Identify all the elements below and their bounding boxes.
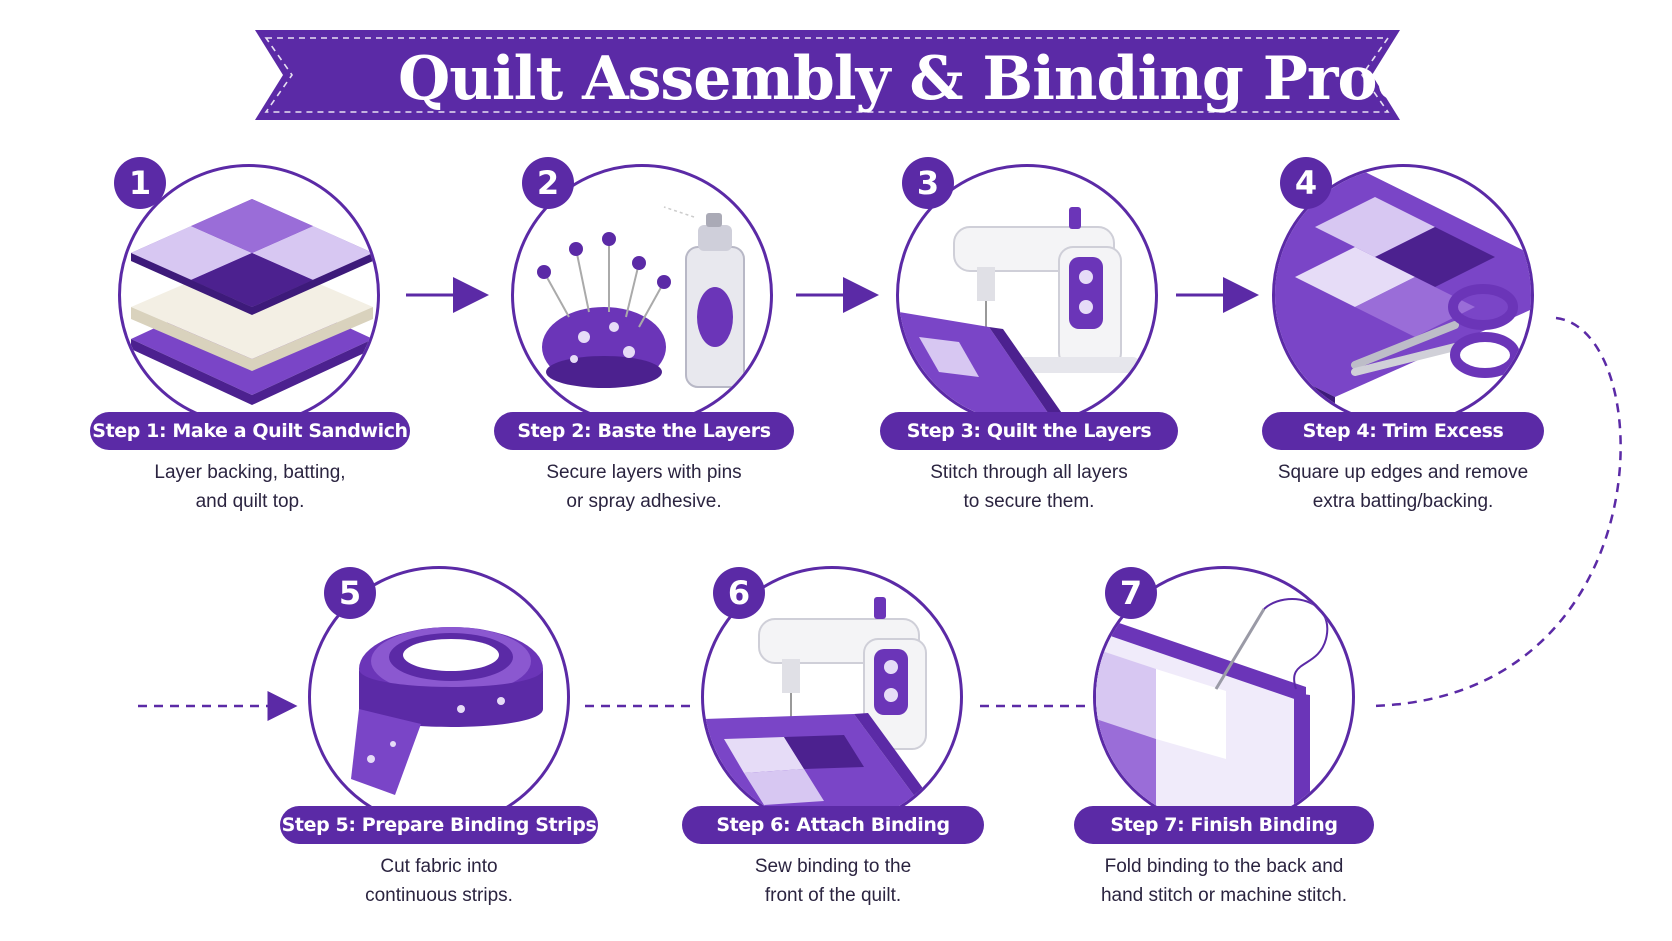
step-7-number: 7	[1105, 567, 1157, 619]
step-4-label: Step 4: Trim Excess	[1262, 412, 1544, 450]
step-2-number: 2	[522, 157, 574, 209]
step-1-label: Step 1: Make a Quilt Sandwich	[90, 412, 410, 450]
step-3-description: Stitch through all layers to secure them…	[930, 462, 1128, 512]
hand-stitch-needle-icon	[1096, 598, 1329, 825]
heart-icon	[0, 2, 60, 55]
step-2-description: Secure layers with pins or spray adhesiv…	[546, 462, 742, 512]
step-7-description: Fold binding to the back and hand stitch…	[1100, 856, 1348, 906]
step-6-description: Sew binding to the front of the quilt.	[754, 856, 912, 906]
scissors-quilt-icon	[1275, 167, 1531, 411]
step-5-description: Cut fabric into continuous strips.	[365, 856, 513, 906]
step-4-number: 4	[1280, 157, 1332, 209]
step-7-label: Step 7: Finish Binding	[1074, 806, 1374, 844]
step-5-number: 5	[324, 567, 376, 619]
step-3-label: Step 3: Quilt the Layers	[880, 412, 1178, 450]
step-2-label: Step 2: Baste the Layers	[494, 412, 794, 450]
step-1-number: 1	[114, 157, 166, 209]
step-1-illustration	[118, 164, 380, 426]
step-6-illustration	[701, 566, 963, 828]
step-3-illustration	[896, 164, 1158, 426]
step-4-description: Square up edges and remove extra batting…	[1277, 462, 1529, 512]
quilt-sandwich-icon	[131, 199, 373, 405]
sewing-machine-icon	[899, 207, 1139, 423]
sewing-binding-icon	[704, 597, 938, 825]
banner-ribbon	[255, 30, 1400, 120]
pincushion-spray-icon	[537, 206, 745, 388]
title-banner: Quilt Assembly & Binding Process	[0, 0, 1672, 140]
page-title: Quilt Assembly & Binding Process	[398, 44, 1516, 114]
step-1-description: Layer backing, batting, and quilt top.	[154, 462, 346, 512]
step-3-number: 3	[902, 157, 954, 209]
step-6-number: 6	[713, 567, 765, 619]
binding-roll-icon	[351, 627, 543, 795]
step-5-label: Step 5: Prepare Binding Strips	[280, 806, 598, 844]
step-6-label: Step 6: Attach Binding	[682, 806, 984, 844]
